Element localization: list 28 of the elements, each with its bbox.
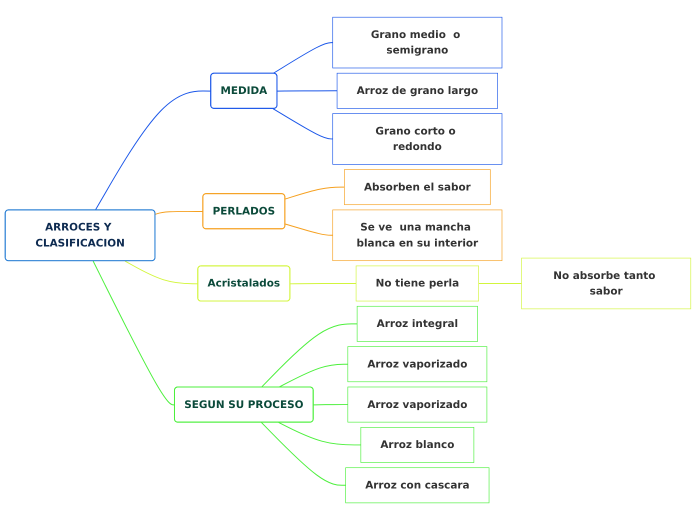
connector — [313, 404, 348, 406]
connector — [92, 260, 176, 406]
node-box: Absorben el sabor — [344, 169, 491, 205]
connector — [94, 90, 212, 211]
connector — [260, 422, 346, 486]
node-box: Arroz vaporizado — [348, 386, 488, 422]
connector — [278, 364, 348, 388]
node-box: Arroz con cascara — [345, 467, 490, 504]
connector — [284, 186, 345, 200]
connector — [154, 210, 204, 215]
node-box: Grano corto o redondo — [332, 113, 502, 165]
connector — [290, 282, 357, 284]
node-box: Arroz vaporizado — [348, 346, 488, 382]
connector — [284, 223, 334, 236]
node-box: No tiene perla — [356, 266, 479, 302]
node-box: Se ve una mancha blanca en su interior — [332, 210, 502, 261]
connector — [272, 42, 334, 74]
node-box: Arroz blanco — [360, 426, 474, 463]
node-box: No absorbe tanto sabor — [521, 258, 692, 310]
connector — [278, 422, 362, 446]
node-box: Arroz integral — [356, 306, 478, 342]
node-box: Arroz de grano largo — [336, 72, 498, 109]
connector — [124, 260, 199, 284]
connector — [276, 90, 338, 92]
connector — [260, 323, 358, 388]
connector — [272, 108, 334, 140]
connector — [478, 282, 522, 284]
node-box: Grano medio o semigrano — [332, 16, 502, 68]
